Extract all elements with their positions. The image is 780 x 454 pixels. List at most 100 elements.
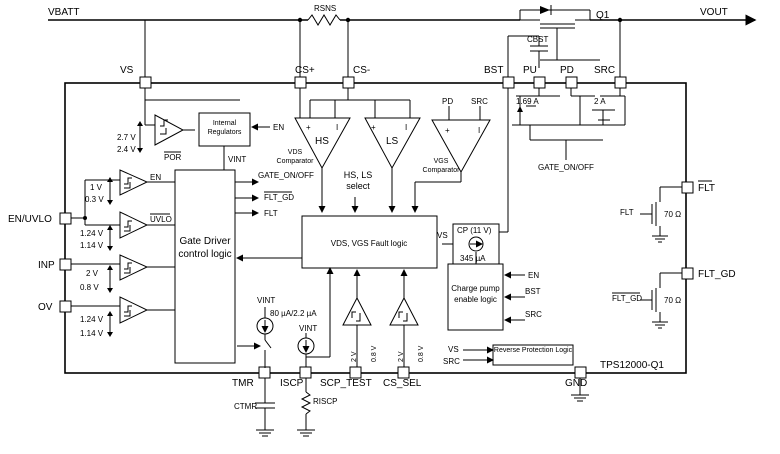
pin-flt-gd[interactable] <box>681 267 694 280</box>
tmr-vint-label: VINT <box>257 296 275 305</box>
pin-ov[interactable] <box>59 300 120 313</box>
internal-regulators-block <box>198 112 251 147</box>
inp-comparator <box>107 254 175 293</box>
pin-en-uvlo-label: EN/UVLO <box>8 214 52 225</box>
riscp-resistor <box>297 378 315 437</box>
q1-mosfet-symbol <box>519 5 591 42</box>
ls-minus: I <box>405 123 407 132</box>
por-lo-threshold: 2.4 V <box>117 145 136 154</box>
cbst-label: CBST <box>527 35 548 44</box>
flt-gate-label: FLT <box>620 208 634 217</box>
pin-cs-sel[interactable] <box>397 366 410 379</box>
cbst-capacitor <box>507 20 621 80</box>
rp-vs-input: VS <box>448 345 459 354</box>
flt-gd-resistance: 70 Ω <box>664 296 681 305</box>
vgs-plus: + <box>445 126 450 135</box>
pin-bst[interactable] <box>502 76 515 89</box>
pin-flt-label: FLT <box>698 183 715 194</box>
cp-current-label: 345 µA <box>460 254 486 263</box>
tmr-current-source <box>237 307 274 368</box>
inp-lo-threshold: 0.8 V <box>80 283 99 292</box>
pin-inp-label: INP <box>38 260 55 271</box>
pin-pu-label: PU <box>523 65 537 76</box>
uvlo-hi-threshold: 1.24 V <box>80 229 104 238</box>
pin-inp[interactable] <box>59 258 120 271</box>
vbatt-label: VBATT <box>48 7 79 18</box>
cs-hi-threshold: 2 V <box>398 351 405 362</box>
ov-hi-threshold: 1.24 V <box>80 315 104 324</box>
pin-scp-test[interactable] <box>349 366 362 379</box>
cp-source-label: CP (11 V) <box>457 226 492 235</box>
flt-gd-open-drain <box>640 272 682 329</box>
pin-vs-label: VS <box>120 65 134 76</box>
pin-iscp[interactable] <box>299 366 312 379</box>
ls-label: LS <box>386 136 399 147</box>
pin-tmr[interactable] <box>258 366 271 379</box>
pin-pd[interactable] <box>565 76 578 89</box>
en-hi-threshold: 1 V <box>90 183 103 192</box>
rp-src-input: SRC <box>443 357 460 366</box>
pin-src-label: SRC <box>594 65 615 76</box>
scp-hi-threshold: 2 V <box>351 351 358 362</box>
por-hi-threshold: 2.7 V <box>117 133 136 142</box>
ov-lo-threshold: 1.14 V <box>80 329 104 338</box>
pin-iscp-label: ISCP <box>280 378 304 389</box>
ov-comparator <box>107 296 175 337</box>
cp-vs-label: VS <box>437 231 448 240</box>
reg-en-label: EN <box>273 123 284 132</box>
charge-pump-text: Charge pump enable logic <box>451 284 500 304</box>
fault-logic-block <box>301 215 438 269</box>
gate-on-off-driver-label: GATE_ON/OFF <box>538 163 594 172</box>
flt-gd-gate-label: FLT_GD <box>612 294 642 303</box>
pin-flt-gd-label: FLT_GD <box>698 269 736 280</box>
reverse-protection-text: Reverse Protection Logic <box>493 347 573 354</box>
gate-driver-text: Gate Driver control logic <box>178 236 232 260</box>
pin-en-uvlo[interactable] <box>59 179 120 226</box>
riscp-label: RISCP <box>313 397 337 406</box>
cp-src-input: SRC <box>525 310 542 319</box>
ls-comparator <box>309 88 421 213</box>
pin-cs-minus[interactable] <box>342 20 355 89</box>
pin-tmr-label: TMR <box>232 378 254 389</box>
cs-lo-threshold: 0.8 V <box>418 345 425 362</box>
uvlo-lo-threshold: 1.14 V <box>80 241 104 250</box>
vgs-comparator-label: VGS Comparator <box>422 158 460 174</box>
vgs-pd-input: PD <box>442 97 453 106</box>
flt-resistance: 70 Ω <box>664 210 681 219</box>
en-lo-threshold: 0.3 V <box>85 195 104 204</box>
ls-plus: + <box>371 123 376 132</box>
pin-ov-label: OV <box>38 302 53 313</box>
pin-cs-minus-label: CS- <box>353 65 370 76</box>
en-comparator-label: EN <box>150 173 161 182</box>
fault-logic-text: VDS, VGS Fault logic <box>331 239 407 248</box>
hs-plus: + <box>306 123 311 132</box>
pin-src[interactable] <box>614 76 627 89</box>
hs-minus: I <box>336 123 338 132</box>
hs-comparator <box>294 88 351 213</box>
reverse-protection-block <box>492 344 574 366</box>
vds-comparator-label: VDS Comparator <box>276 149 314 165</box>
pin-gnd[interactable] <box>574 366 587 379</box>
hs-ls-select-label: HS, LS select <box>343 170 373 191</box>
pin-pd-label: PD <box>560 65 574 76</box>
iscp-vint-label: VINT <box>299 324 317 333</box>
iscp-current-source <box>297 267 334 367</box>
pin-flt[interactable] <box>681 181 694 194</box>
hs-label: HS <box>315 136 329 147</box>
pin-vs[interactable] <box>139 20 152 100</box>
en-comparator <box>107 169 175 205</box>
pin-pu[interactable] <box>533 76 546 89</box>
gate-driver-block <box>174 169 236 364</box>
pin-bst-label: BST <box>484 65 503 76</box>
pin-cs-plus[interactable] <box>294 20 307 89</box>
gnd-symbol <box>571 378 589 402</box>
tmr-current-label: 80 µA/2.2 µA <box>270 309 317 318</box>
ctmr-label: CTMR <box>234 402 257 411</box>
flt-open-drain <box>640 186 682 243</box>
flt-out-label: FLT <box>264 209 278 218</box>
scp-test-comparator <box>342 269 372 367</box>
pd-current-label: 2 A <box>594 97 606 106</box>
cs-sel-comparator <box>389 269 419 367</box>
rsns-label: RSNS <box>314 4 336 13</box>
